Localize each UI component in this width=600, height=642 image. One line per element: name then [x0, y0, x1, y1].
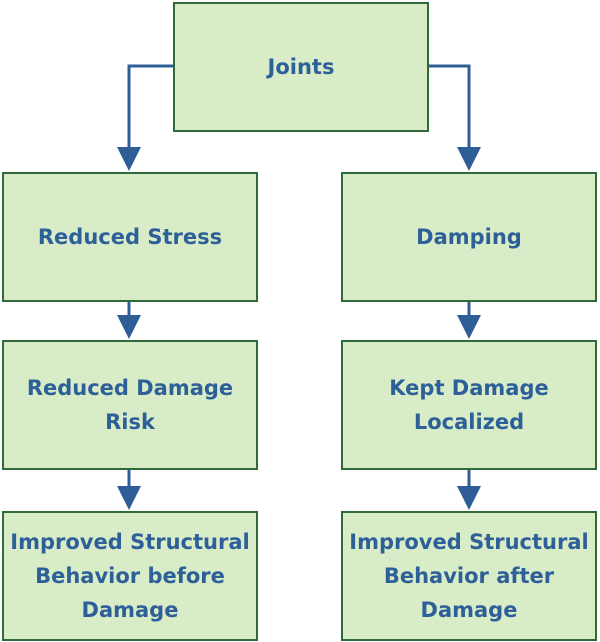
node-joints-label: Joints: [267, 55, 335, 79]
node-behavior-before-damage-label: Improved Structural Behavior before Dama…: [10, 530, 250, 622]
connector-joints-to-damping: [429, 64, 481, 171]
node-damping-label: Damping: [416, 225, 522, 249]
node-reduced-stress: Reduced Stress: [2, 172, 258, 302]
node-behavior-after-damage-label: Improved Structural Behavior after Damag…: [349, 530, 589, 622]
node-reduced-stress-label: Reduced Stress: [37, 225, 223, 249]
node-reduced-damage-risk: Reduced Damage Risk: [2, 340, 258, 470]
node-damping: Damping: [341, 172, 597, 302]
node-reduced-damage-risk-label: Reduced Damage Risk: [26, 376, 234, 434]
node-behavior-after-damage: Improved Structural Behavior after Damag…: [341, 511, 597, 641]
node-joints: Joints: [173, 2, 429, 132]
connector-joints-to-reduced-stress: [117, 64, 173, 171]
node-kept-damage-localized-label: Kept Damage Localized: [389, 376, 549, 434]
node-kept-damage-localized: Kept Damage Localized: [341, 340, 597, 470]
node-behavior-before-damage: Improved Structural Behavior before Dama…: [2, 511, 258, 641]
